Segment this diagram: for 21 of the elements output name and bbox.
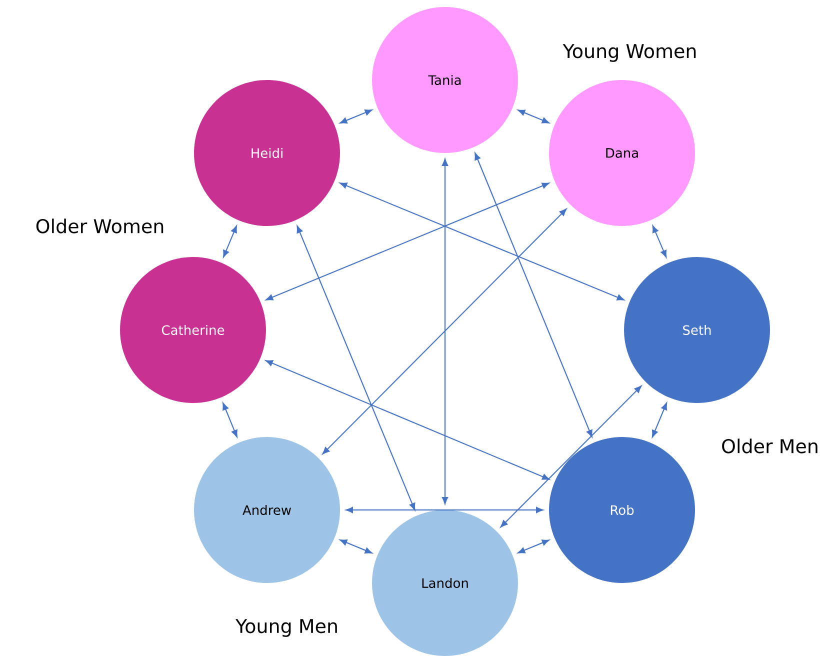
arrow xyxy=(296,226,416,510)
arrow xyxy=(322,208,567,454)
group-label: Young Women xyxy=(562,44,696,62)
arrow xyxy=(518,110,550,124)
arrow xyxy=(474,152,592,438)
arrow xyxy=(500,386,642,528)
arrow xyxy=(340,182,624,300)
group-label: Older Men xyxy=(722,438,818,454)
group-label: Young Men xyxy=(235,619,337,637)
arrow xyxy=(266,182,550,300)
arrow xyxy=(518,540,550,554)
arrow xyxy=(223,226,238,258)
arrow xyxy=(442,158,448,504)
group-label: Older Women xyxy=(36,218,164,234)
arrow xyxy=(652,402,668,438)
arrow xyxy=(340,539,372,554)
arrow xyxy=(265,360,550,480)
arrow xyxy=(652,225,667,258)
arrow xyxy=(222,402,238,438)
arrow xyxy=(340,110,372,124)
arrow xyxy=(346,506,544,514)
